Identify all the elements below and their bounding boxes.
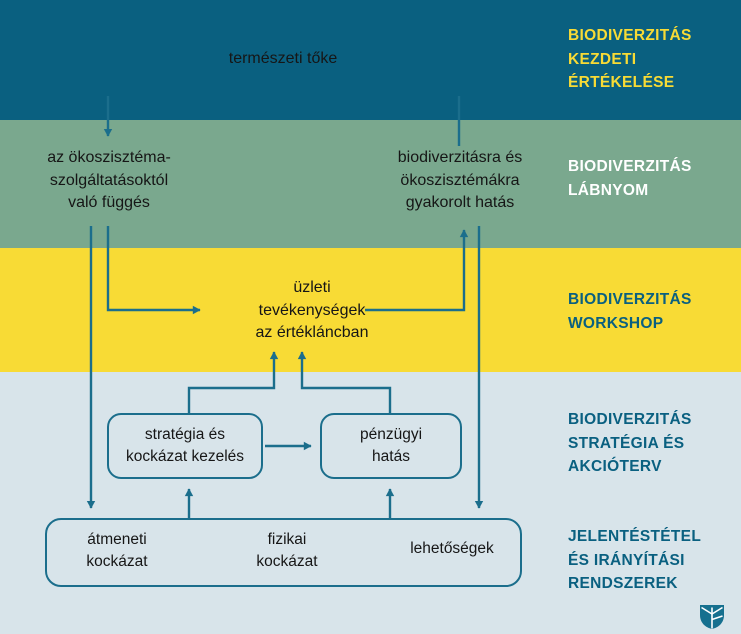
box-label-physical-risk: fizikai kockázat <box>256 531 318 571</box>
box-label-strategy-risk-management: stratégia és kockázat kezelés <box>125 426 245 466</box>
band-strategy-and-reporting <box>0 372 741 634</box>
box-label-financial-impact: pénzügyi hatás <box>359 426 423 466</box>
node-ecosystem-services-dependence: az ökoszisztéma- szolgáltatásoktól való … <box>47 149 171 212</box>
node-natural-capital: természeti tőke <box>228 50 338 67</box>
band-label-footprint: BIODIVERZITÁS LÁBNYOM <box>568 158 692 199</box>
box-financial-impact[interactable] <box>320 413 462 479</box>
box-reporting-risks-opportunities[interactable] <box>45 518 522 587</box>
node-business-activities: üzleti tevékenységek az értékláncban <box>255 279 369 342</box>
band-label-reporting: JELENTÉSTÉTEL ÉS IRÁNYÍTÁSI RENDSZEREK <box>568 528 702 593</box>
node-biodiversity-impact: biodiverzitásra és ökoszisztémákra gyako… <box>397 149 523 212</box>
box-strategy-risk-management[interactable] <box>107 413 263 479</box>
box-label-opportunities: lehetőségek <box>410 540 494 557</box>
box-label-transition-risk: átmeneti kockázat <box>86 531 148 571</box>
band-label-strategy: BIODIVERZITÁS STRATÉGIA ÉS AKCIÓTERV <box>568 411 692 476</box>
band-label-assessment: BIODIVERZITÁS KEZDETI ÉRTÉKELÉSE <box>568 27 692 92</box>
band-label-workshop: BIODIVERZITÁS WORKSHOP <box>568 291 692 332</box>
band-biodiversity-assessment <box>0 0 741 120</box>
shield-leaf-logo-icon <box>700 605 724 629</box>
